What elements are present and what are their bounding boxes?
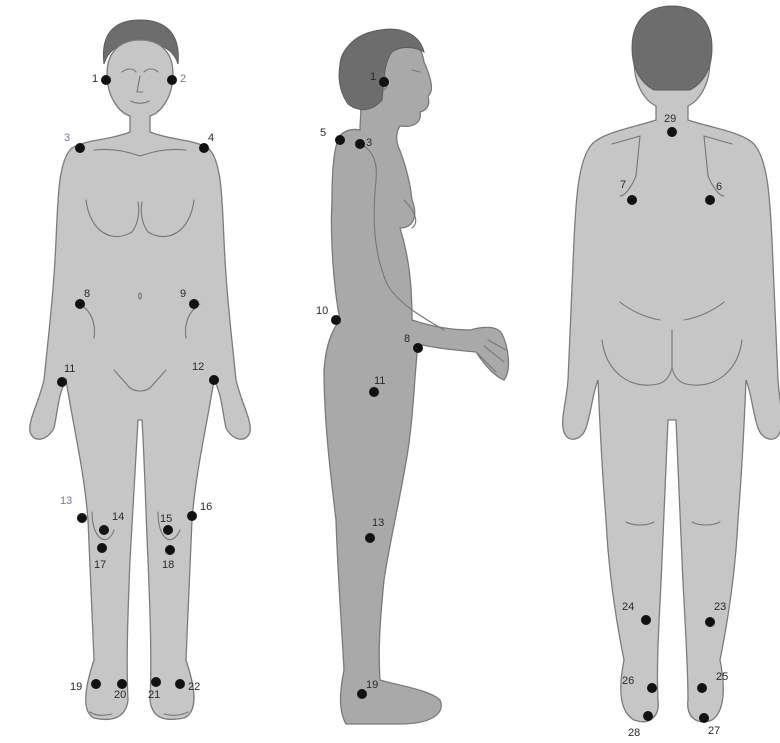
back-hair [632,6,712,90]
back-view-marker-label-26: 26 [622,675,634,687]
front-view-marker-label-15: 15 [160,513,172,525]
back-view-marker-label-25: 25 [716,671,728,683]
front-view-marker-label-8: 8 [84,288,90,300]
side-figure [324,29,508,724]
front-view-marker-dot-3 [75,143,85,153]
back-view-marker-dot-25 [697,683,707,693]
back-view-marker-label-27: 27 [708,725,720,737]
front-view-marker-label-21: 21 [148,689,160,701]
back-view-marker-dot-6 [705,195,715,205]
front-view-marker-label-20: 20 [114,689,126,701]
side-view-marker-dot-13 [365,533,375,543]
back-view-marker-dot-27 [699,713,709,723]
side-body-silhouette [324,34,508,724]
front-view-marker-label-11: 11 [64,363,75,375]
back-view-marker-dot-24 [641,615,651,625]
front-view-marker-dot-4 [199,143,209,153]
front-view-marker-dot-20 [117,679,127,689]
front-view-marker-label-22: 22 [188,681,200,693]
side-view-marker-label-3: 3 [366,137,372,149]
front-view-marker-dot-19 [91,679,101,689]
front-figure [30,20,251,719]
side-view-marker-dot-5 [335,135,345,145]
front-view-marker-label-12: 12 [192,361,204,373]
side-view-marker-label-1: 1 [370,71,376,83]
front-view-marker-label-18: 18 [162,559,174,571]
side-view-marker-label-5: 5 [320,127,326,139]
back-view-marker-dot-29 [667,127,677,137]
side-view-marker-label-10: 10 [316,305,328,317]
front-view-marker-label-9: 9 [180,288,186,300]
front-view-marker-dot-1 [101,75,111,85]
back-view-marker-dot-23 [705,617,715,627]
front-view-marker-label-3: 3 [64,132,70,144]
front-view-marker-dot-8 [75,299,85,309]
front-view-marker-dot-16 [187,511,197,521]
front-view-marker-dot-2 [167,75,177,85]
back-view-marker-label-24: 24 [622,601,634,613]
back-view-marker-label-28: 28 [628,727,640,739]
front-view-marker-dot-11 [57,377,67,387]
front-view-marker-label-2: 2 [180,73,186,85]
front-view-marker-label-1: 1 [92,73,98,85]
front-view-marker-label-19: 19 [70,681,82,693]
front-view-marker-dot-9 [189,299,199,309]
back-view-marker-dot-26 [647,683,657,693]
back-view-marker-dot-7 [627,195,637,205]
front-view-marker-label-14: 14 [112,511,124,523]
back-view-marker-label-7: 7 [620,179,626,191]
front-view-marker-dot-21 [151,677,161,687]
side-view-marker-label-13: 13 [372,517,384,529]
front-view-marker-dot-14 [99,525,109,535]
side-view-marker-dot-1 [379,77,389,87]
front-view-marker-dot-22 [175,679,185,689]
front-view-marker-label-17: 17 [94,559,106,571]
back-view-marker-label-6: 6 [716,181,722,193]
front-view-marker-dot-18 [165,545,175,555]
back-view-marker-dot-28 [643,711,653,721]
back-view-marker-label-23: 23 [714,601,726,613]
side-view-marker-dot-3 [355,139,365,149]
side-view-marker-label-19: 19 [366,679,378,691]
side-view-marker-dot-10 [331,315,341,325]
front-view-marker-dot-13 [77,513,87,523]
front-view-marker-dot-12 [209,375,219,385]
front-view-marker-dot-17 [97,543,107,553]
side-view-marker-dot-11 [369,387,379,397]
side-view-marker-label-8: 8 [404,333,410,345]
front-view-marker-dot-15 [163,525,173,535]
front-view-marker-label-4: 4 [208,132,214,144]
back-view-marker-label-29: 29 [664,113,676,125]
side-view-marker-dot-8 [413,343,423,353]
front-view-marker-label-13: 13 [60,495,72,507]
side-view-marker-label-11: 11 [374,375,385,387]
front-view-marker-label-16: 16 [200,501,212,513]
